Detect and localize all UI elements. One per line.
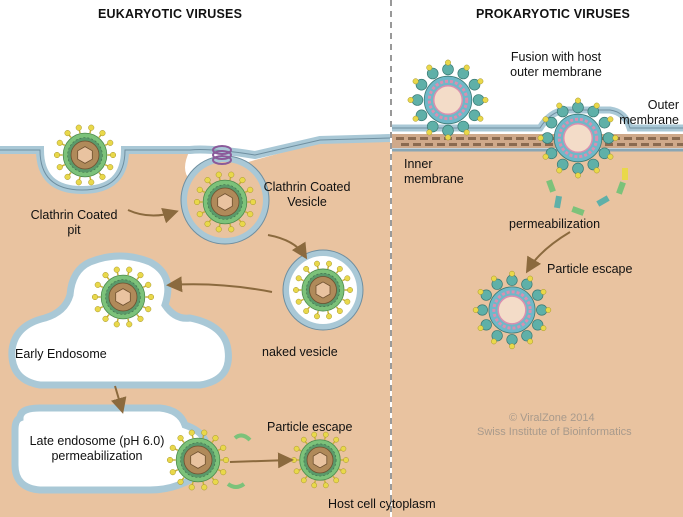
arrow-early-to-late [111,385,127,414]
virus-particle-naked-vesicle [293,260,353,320]
label-inner-membrane: Inner membrane [404,157,464,186]
label-clathrin-vesicle: Clathrin Coated Vesicle [263,180,351,209]
prokaryotic-cytoplasm [392,106,683,517]
virus-particle-late-endosome [166,429,230,491]
prok-virus-outside [407,59,489,141]
label-permeabilization: permeabilization [509,217,601,231]
arrow-vesicle-to-naked [267,234,308,260]
prokaryotic-header: PROKARYOTIC VIRUSES [476,7,631,21]
label-clathrin-pit: Clathrin Coated pit [30,208,118,237]
eukaryotic-header: EUKARYOTIC VIRUSES [98,7,243,21]
virus-particle-in-vesicle [193,171,257,233]
label-late-endosome: Late endosome (pH 6.0) permeabilization [29,434,165,463]
label-naked-vesicle: naked vesicle [262,345,338,359]
prok-virus-escaped [472,270,552,350]
label-particle-escape-prok: Particle escape [547,262,633,276]
label-particle-escape-euk: Particle escape [267,420,353,434]
label-host-cytoplasm: Host cell cytoplasm [328,497,436,511]
permeabilization-fragments [546,168,628,216]
arrow-pit-to-vesicle [127,208,179,224]
membrane-fragments [226,433,252,489]
prok-virus-fusing [537,97,619,179]
arrow-naked-to-early [166,276,273,293]
clathrin-coat-icon [212,145,232,165]
virus-particle-in-pit [53,124,117,186]
label-outer-membrane: Outer membrane [619,98,679,127]
virus-particle-early-endosome [91,266,155,328]
label-early-endosome: Early Endosome [15,347,107,361]
credit-line-1: © ViralZone 2014 [509,412,595,424]
label-fusion: Fusion with host outer membrane [510,50,602,79]
credit-line-2: Swiss Institute of Bioinformatics [477,426,632,438]
arrow-prok-escape [525,231,571,274]
arrow-late-to-escape [229,452,294,469]
